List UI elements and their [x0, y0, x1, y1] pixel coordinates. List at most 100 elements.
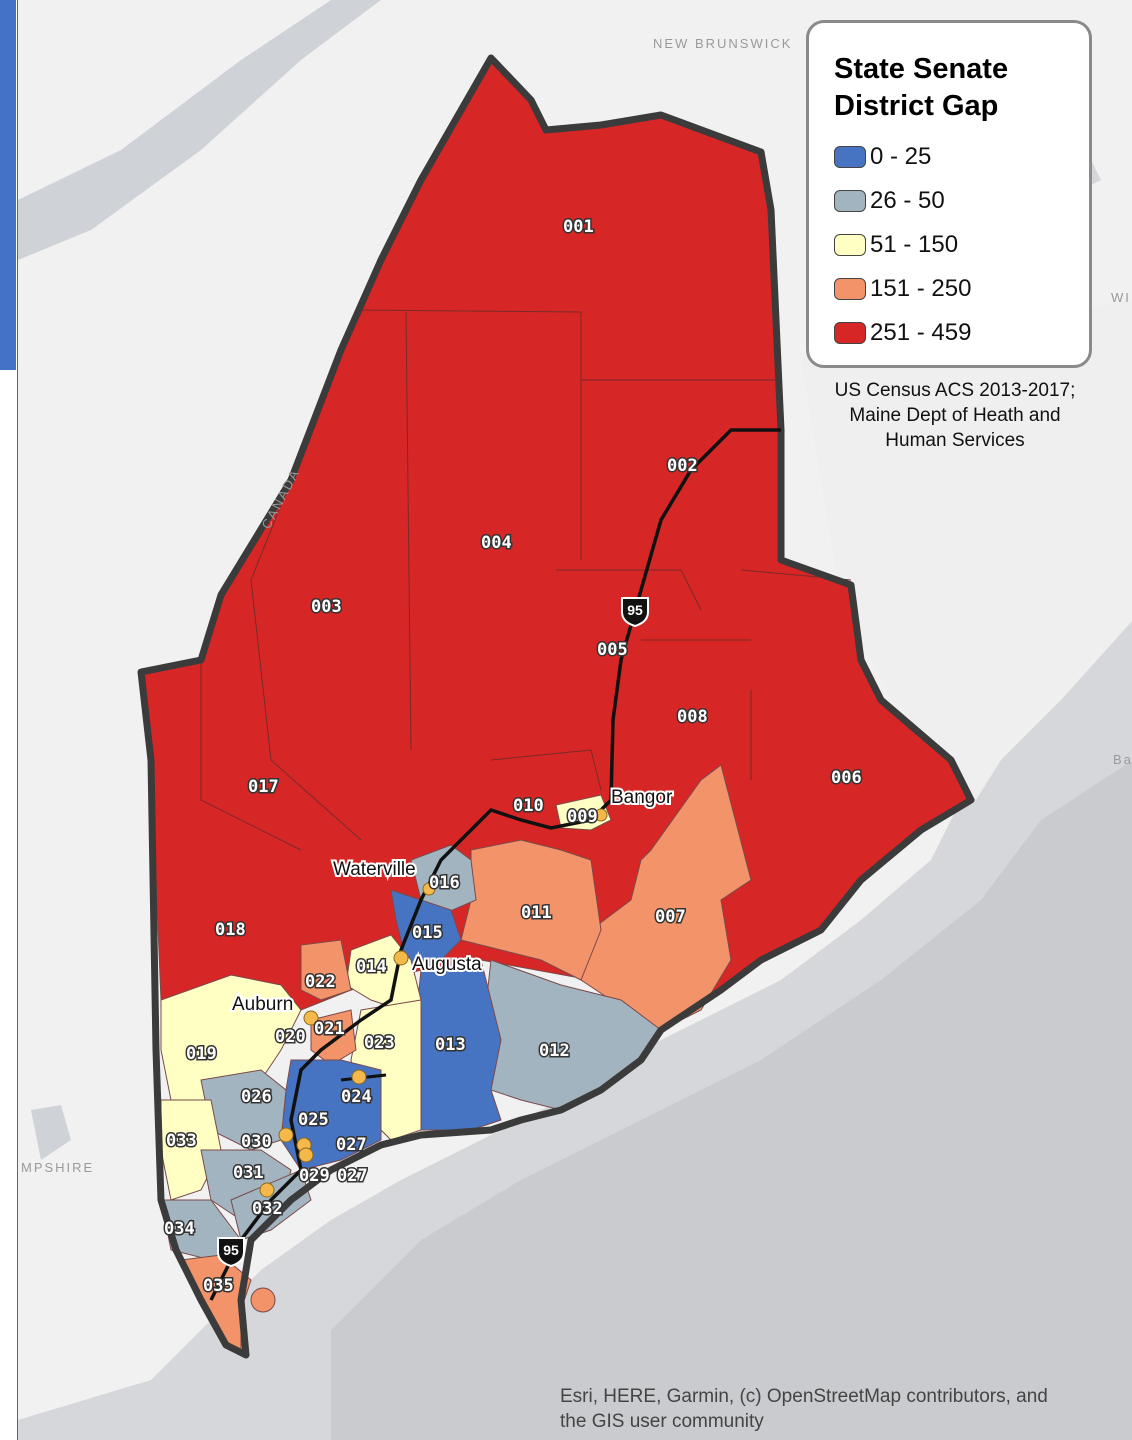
district-label-002: 002 [667, 456, 698, 476]
new-hampshire-label: MPSHIRE [21, 1160, 94, 1175]
legend-item: 51 - 150 [834, 223, 1089, 267]
city-point-augusta [393, 950, 409, 966]
district-label-020: 020 [275, 1027, 306, 1047]
interstate-95: 95 95 [209, 428, 781, 1301]
district-label-003: 003 [311, 597, 342, 617]
district-label-012: 012 [539, 1041, 570, 1061]
district-label-034: 034 [164, 1219, 195, 1239]
city-point-auburn [303, 1010, 319, 1026]
district-label-004: 004 [481, 533, 512, 553]
district-label-026: 026 [241, 1087, 272, 1107]
district-label-032: 032 [252, 1199, 283, 1219]
district-label-033: 033 [166, 1131, 197, 1151]
interstate-shield-north: 95 [621, 597, 649, 628]
district-label-031: 031 [233, 1163, 264, 1183]
source-line: US Census ACS 2013-2017; [834, 380, 1076, 401]
legend-swatch [834, 190, 866, 212]
legend-title-line2: District Gap [834, 90, 999, 122]
city-points[interactable] [259, 808, 608, 1198]
legend-item-label: 151 - 250 [870, 275, 972, 302]
wi-label: WI [1111, 290, 1131, 305]
district-label-025: 025 [298, 1110, 329, 1130]
district-015 [390, 889, 462, 971]
legend-swatch [834, 322, 866, 344]
legend-title: State Senate District Gap [834, 51, 1089, 125]
legend-item-label: 251 - 459 [870, 319, 972, 346]
credit-line: Esri, HERE, Garmin, (c) OpenStreetMap co… [560, 1386, 1048, 1407]
legend-item: 0 - 25 [834, 135, 1089, 179]
legend-swatch [834, 278, 866, 300]
city-label-auburn: Auburn [232, 994, 293, 1015]
ba-label: Ba [1113, 752, 1132, 767]
district-labels: 001 002 003 004 005 006 007 008 009 010 … [163, 216, 864, 1298]
city-label-waterville: Waterville [333, 859, 416, 880]
city-label-augusta: Augusta [412, 954, 482, 975]
lake [31, 1105, 71, 1160]
legend-swatch [834, 146, 866, 168]
credit-line: the GIS user community [560, 1411, 764, 1432]
city-labels: Bangor Waterville Augusta Auburn [230, 785, 675, 1017]
district-label-008: 008 [677, 707, 708, 727]
city-point [259, 1182, 275, 1198]
data-source-note: US Census ACS 2013-2017; Maine Dept of H… [810, 378, 1100, 453]
district-label-024: 024 [341, 1087, 372, 1107]
legend-swatch [834, 234, 866, 256]
district-label-027: 027 [336, 1135, 367, 1155]
district-label-005: 005 [597, 640, 628, 660]
city-point-waterville [422, 882, 436, 896]
legend-item: 151 - 250 [834, 267, 1089, 311]
city-point [351, 1069, 367, 1085]
state-outline [137, 54, 975, 1359]
district-035-island [250, 1287, 276, 1313]
district-polygons[interactable] [137, 54, 975, 1359]
district-label-022: 022 [305, 972, 336, 992]
district-022 [300, 939, 352, 1001]
interstate-shield-label: 95 [223, 1242, 239, 1258]
legend-item: 26 - 50 [834, 179, 1089, 223]
district-label-023: 023 [364, 1033, 395, 1053]
source-line: Human Services [885, 430, 1025, 451]
source-line: Maine Dept of Heath and [849, 405, 1061, 426]
district-label-018: 018 [215, 920, 246, 940]
legend-title-line1: State Senate [834, 53, 1009, 85]
city-point [278, 1127, 294, 1143]
district-label-027: 027 [337, 1166, 368, 1186]
legend-item: 251 - 459 [834, 311, 1089, 355]
district-label-017: 017 [248, 777, 279, 797]
interstate-shield-south: 95 [217, 1237, 245, 1268]
district-label-009: 009 [567, 807, 598, 827]
legend-item-label: 0 - 25 [870, 143, 932, 170]
district-label-029: 029 [299, 1166, 330, 1186]
basemap-credit: Esri, HERE, Garmin, (c) OpenStreetMap co… [560, 1384, 1100, 1434]
city-point [298, 1147, 314, 1163]
new-brunswick-label: NEW BRUNSWICK [653, 36, 792, 51]
map-legend: State Senate District Gap 0 - 25 26 - 50… [806, 20, 1092, 368]
district-label-035: 035 [203, 1276, 234, 1296]
district-009 [555, 794, 612, 831]
district-label-007: 007 [655, 907, 686, 927]
district-label-014: 014 [356, 957, 387, 977]
district-019 [160, 974, 302, 1101]
district-label-011: 011 [521, 903, 552, 923]
side-accent-bar [0, 0, 16, 370]
ocean [331, 760, 1132, 1440]
district-label-010: 010 [513, 796, 544, 816]
district-label-013: 013 [435, 1035, 466, 1055]
district-label-015: 015 [412, 923, 443, 943]
district-label-016: 016 [429, 873, 460, 893]
district-label-030: 030 [241, 1132, 272, 1152]
legend-item-label: 26 - 50 [870, 187, 945, 214]
district-032 [230, 1169, 312, 1241]
city-point-bangor [594, 808, 608, 822]
legend-items: 0 - 25 26 - 50 51 - 150 151 - 250 251 - … [834, 135, 1089, 355]
district-label-001: 001 [563, 217, 594, 237]
interstate-shield-label: 95 [627, 602, 643, 618]
district-label-006: 006 [831, 768, 862, 788]
nb-land [801, 300, 1132, 800]
district-label-021: 021 [314, 1019, 345, 1039]
district-label-019: 019 [186, 1044, 217, 1064]
st-lawrence-river [18, 0, 381, 260]
legend-item-label: 51 - 150 [870, 231, 959, 258]
city-label-bangor: Bangor [611, 787, 673, 808]
